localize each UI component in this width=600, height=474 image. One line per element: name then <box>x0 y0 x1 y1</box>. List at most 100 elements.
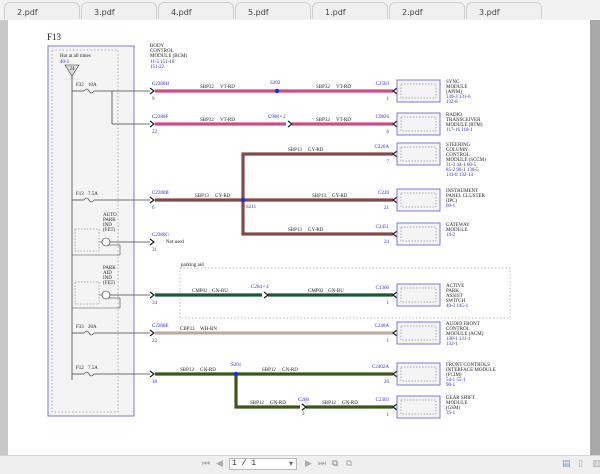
splice-s211 <box>240 197 246 203</box>
module-pin: 1 <box>387 97 390 102</box>
tab-5-pdf[interactable]: 5.pdf <box>235 2 311 19</box>
fuse-id: F13 <box>76 192 84 197</box>
single-page-view-icon[interactable]: ▤ <box>562 459 571 469</box>
bcm-pin: 22 <box>152 339 158 344</box>
module-name: ACTIVE <box>446 284 464 289</box>
module-connector: C2402A <box>372 365 389 370</box>
wire-color-label: VT-RD <box>220 85 235 90</box>
module-name: TRANSCEIVER <box>446 118 481 123</box>
connector-arrow-icon <box>392 230 398 238</box>
module-connector: C240A <box>375 324 390 329</box>
module-box <box>396 112 441 136</box>
wire-sbp12-gsm-a <box>234 374 300 409</box>
wire-circuit-label: CMP02 <box>192 289 208 294</box>
last-page-button[interactable]: ⏭ <box>318 459 327 469</box>
fet-label: PARK <box>103 266 116 271</box>
vertical-scrollbar[interactable] <box>590 20 600 455</box>
wire-circuit-label: SBP32 <box>200 85 214 90</box>
rotate-icon[interactable]: ⧉ <box>332 459 339 469</box>
fet-label: PARK <box>103 218 116 223</box>
wire-color-label: GY-RD <box>308 228 324 233</box>
module-name: STEERING <box>446 143 471 148</box>
wire-circuit-label: SBP12 <box>262 368 276 373</box>
inline-connector-c908: C908 • 2 <box>268 115 286 120</box>
wire-circuit-label: SBP32 <box>316 118 330 123</box>
fuse-rating: 10A <box>88 83 97 88</box>
inline-connector-icon <box>287 120 293 128</box>
tab-3-pdf[interactable]: 3.pdf <box>466 2 542 19</box>
module-name: SYNC <box>446 80 460 85</box>
wire-circuit-label: SBP32 <box>200 118 214 123</box>
tab-4-pdf[interactable]: 4.pdf <box>158 2 234 19</box>
module-name: GEAR SHIFT <box>446 396 475 401</box>
bcm-ref: 11-5 151-16 <box>150 60 175 65</box>
tab-2-pdf[interactable]: 2.pdf <box>389 2 465 19</box>
module-box <box>396 395 441 419</box>
chevron-down-icon[interactable]: ▾ <box>288 460 293 469</box>
module-name: FRONT CONTROLS <box>446 363 490 368</box>
viewer-toolbar: ⏮ ◀ 1 / 1▾ ▶ ⏭ ⧉ ⧉ ▤ ▯ ▥ <box>0 455 600 474</box>
fuse-id: F32 <box>76 83 84 88</box>
previous-page-button[interactable]: ◀ <box>216 459 223 469</box>
connector-arrow-icon <box>149 329 155 337</box>
module-ref: 132-8 <box>446 100 458 105</box>
module-ref: 14-2 <box>446 233 456 238</box>
next-page-button[interactable]: ▶ <box>305 459 312 469</box>
continuous-view-icon[interactable]: ▯ <box>578 459 583 469</box>
module-box <box>396 362 441 386</box>
fuse-rating: 7.5A <box>88 192 98 197</box>
module-box <box>396 142 441 166</box>
fuse-icon <box>83 197 95 203</box>
module-pin: 26 <box>384 380 390 385</box>
wire-sbp13-branch-core <box>242 153 393 235</box>
module-name: AUDIO FRONT <box>446 322 480 327</box>
splice-s202 <box>274 88 280 94</box>
hot-symbol: 24 <box>70 67 76 72</box>
tab-2-pdf[interactable]: 2.pdf <box>4 2 80 19</box>
module-ref: 60-1 <box>446 204 456 209</box>
fet-dashed-box <box>74 281 100 305</box>
wire-color-label: GN-RD <box>282 368 298 373</box>
wire-circuit-label: SBP13 <box>288 148 302 153</box>
page-number-input[interactable]: 1 / 1▾ <box>229 458 297 470</box>
bcm-pin: 34 <box>152 301 158 306</box>
bcm-name: BODY <box>150 44 165 49</box>
bcm-connector: C2280G <box>152 233 169 238</box>
module-name: (IPC) <box>446 199 457 204</box>
two-page-view-icon[interactable]: ▥ <box>592 459 600 469</box>
module-ref: 90-1 <box>446 383 456 388</box>
module-ref: 54-1 55-1 <box>446 378 466 383</box>
module-pin: 6 <box>387 130 390 135</box>
module-name: ASSIST <box>446 294 463 299</box>
fet-label: IND <box>103 223 112 228</box>
fuse-icon <box>83 88 95 94</box>
module-connector: C220 <box>378 191 389 196</box>
tab-3-pdf[interactable]: 3.pdf <box>81 2 157 19</box>
module-name: MODULE <box>446 401 467 406</box>
wire-circuit-label: CBP33 <box>180 327 195 332</box>
module-ref: 85-2 90-1 130-5 <box>446 168 479 173</box>
module-connector: C9826 <box>376 115 390 120</box>
connector-arrow-icon <box>392 150 398 158</box>
connector-arrow-icon <box>392 329 398 337</box>
connector-arrow-icon <box>149 196 155 204</box>
splice-label: S211 <box>246 205 257 210</box>
wire-color-label: GN-BU <box>212 289 228 294</box>
module-inner-box <box>400 399 437 415</box>
module-connector: C2503 <box>376 82 390 87</box>
diagram-title: F13 <box>47 32 62 42</box>
module-pin: 1 <box>387 413 390 418</box>
module-name: PANEL CLUSTER <box>446 194 486 199</box>
module-name: MODULE (SCCM) <box>446 158 486 163</box>
inline-pin: 3 <box>302 412 305 417</box>
module-ref: 31-3 44-1 60-5 <box>446 163 476 168</box>
copy-icon[interactable]: ⧉ <box>346 459 353 469</box>
module-inner-box <box>400 83 437 99</box>
module-name: INTERFACE MODULE <box>446 368 496 373</box>
wire-circuit-label: SBP13 <box>195 194 209 199</box>
module-ref: 35-1 <box>446 411 456 416</box>
fet-label: IND <box>103 276 112 281</box>
tab-1-pdf[interactable]: 1.pdf <box>312 2 388 19</box>
connector-arrow-icon <box>392 370 398 378</box>
first-page-button[interactable]: ⏮ <box>202 459 211 469</box>
